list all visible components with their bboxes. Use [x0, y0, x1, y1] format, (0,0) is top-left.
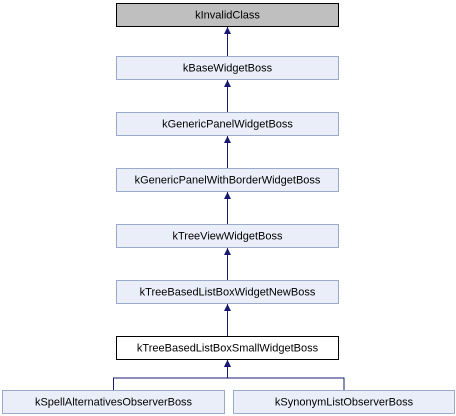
class-node-box [116, 336, 339, 360]
class-node[interactable]: kSynonymListObserverBoss [233, 390, 455, 414]
class-node-box [116, 224, 339, 248]
class-node-label: kTreeViewWidgetBoss [172, 231, 283, 243]
class-node[interactable]: kTreeViewWidgetBoss [116, 224, 339, 248]
edges-layer [113, 27, 345, 390]
class-node-box [116, 280, 339, 304]
class-node[interactable]: kGenericPanelWidgetBoss [116, 112, 339, 136]
class-node: kInvalidClass [116, 3, 339, 27]
class-node-label: kSynonymListObserverBoss [275, 397, 414, 409]
class-node-box [116, 3, 339, 27]
class-node: kTreeBasedListBoxSmallWidgetBoss [116, 336, 339, 360]
inheritance-edge-n8-to-n6 [224, 360, 345, 390]
class-node-label: kTreeBasedListBoxWidgetNewBoss [140, 287, 316, 299]
class-node-box [116, 112, 339, 136]
class-node-box [2, 390, 225, 414]
inheritance-edge-n7-to-n6 [113, 360, 231, 390]
class-node[interactable]: kGenericPanelWithBorderWidgetBoss [116, 168, 339, 192]
class-node[interactable]: kSpellAlternativesObserverBoss [2, 390, 225, 414]
class-node-label: kGenericPanelWithBorderWidgetBoss [135, 175, 321, 187]
nodes-layer: kInvalidClass kBaseWidgetBoss kGenericPane… [2, 3, 455, 414]
class-node-box [116, 56, 339, 80]
class-node-box [116, 168, 339, 192]
class-node-label: kInvalidClass [195, 10, 260, 22]
class-node-label: kSpellAlternativesObserverBoss [35, 397, 193, 409]
class-node-box [233, 390, 455, 414]
class-node[interactable]: kBaseWidgetBoss [116, 56, 339, 80]
class-node-label: kBaseWidgetBoss [183, 63, 273, 75]
class-node[interactable]: kTreeBasedListBoxWidgetNewBoss [116, 280, 339, 304]
class-node-label: kTreeBasedListBoxSmallWidgetBoss [137, 343, 319, 355]
class-node-label: kGenericPanelWidgetBoss [162, 119, 293, 131]
